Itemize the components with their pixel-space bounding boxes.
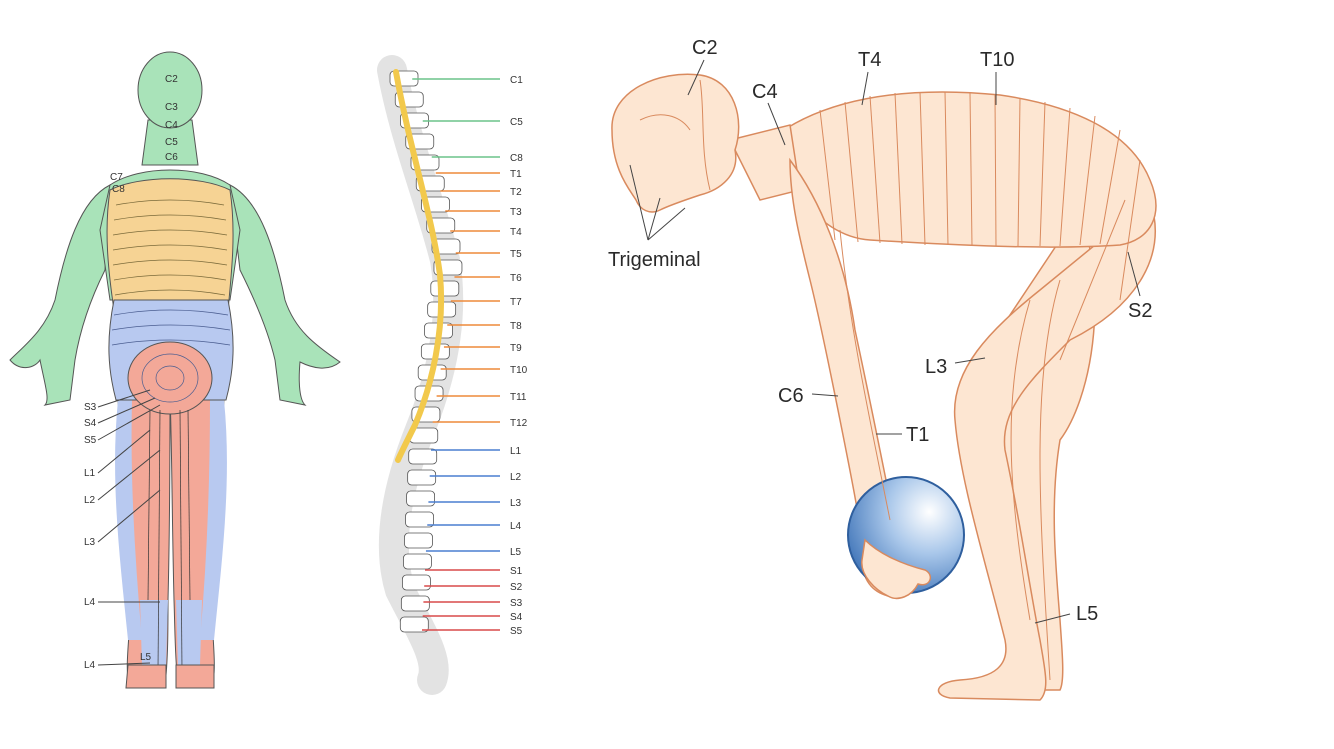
right-foot bbox=[175, 664, 215, 689]
label-side-t1: T1 bbox=[906, 424, 929, 446]
nerve-label-c5: C5 bbox=[510, 117, 523, 128]
back-view-labels: C2 C3 C4 C5 C6 C7 C8 S3 S4 S5 L1 L2 L3 L… bbox=[84, 74, 178, 671]
vertebra bbox=[407, 469, 437, 486]
label-c8: C8 bbox=[112, 184, 125, 195]
side-view-labels: C2 C4 T4 T10 Trigeminal S2 L3 C6 T1 L5 bbox=[608, 37, 1152, 625]
label-l5: L5 bbox=[140, 652, 152, 663]
label-side-l3: L3 bbox=[925, 356, 947, 378]
label-side-c4: C4 bbox=[752, 81, 778, 103]
label-c7: C7 bbox=[110, 172, 123, 183]
vertebra bbox=[403, 553, 432, 570]
back-view-body bbox=[9, 51, 341, 689]
spinal-cord bbox=[393, 69, 445, 463]
hand-side bbox=[861, 538, 932, 600]
label-l3: L3 bbox=[84, 537, 96, 548]
nerve-label-t12: T12 bbox=[510, 418, 528, 429]
label-s5: S5 bbox=[84, 435, 97, 446]
label-c2: C2 bbox=[165, 74, 178, 85]
nerve-label-s3: S3 bbox=[510, 598, 523, 609]
nerve-label-l3: L3 bbox=[510, 498, 522, 509]
nerve-label-t5: T5 bbox=[510, 249, 522, 260]
nerve-label-t11: T11 bbox=[510, 392, 527, 403]
label-l4-upper: L4 bbox=[84, 597, 96, 608]
nerve-label-l4: L4 bbox=[510, 521, 522, 532]
left-foot bbox=[125, 664, 167, 689]
vertebra bbox=[408, 448, 438, 465]
label-side-c2: C2 bbox=[692, 37, 718, 59]
buttocks bbox=[127, 341, 213, 415]
label-s3: S3 bbox=[84, 402, 97, 413]
label-l1: L1 bbox=[84, 468, 96, 479]
nerve-label-t8: T8 bbox=[510, 321, 522, 332]
spine-diagram: C1C5C8T1T2T3T4T5T6T7T8T9T10T11T12L1L2L3L… bbox=[377, 55, 528, 695]
label-c4: C4 bbox=[165, 120, 178, 131]
label-trigeminal: Trigeminal bbox=[608, 249, 701, 271]
nerve-label-t7: T7 bbox=[510, 297, 522, 308]
nerve-label-t2: T2 bbox=[510, 187, 522, 198]
head-side bbox=[611, 73, 740, 213]
nerve-label-l1: L1 bbox=[510, 446, 522, 457]
torso-thoracic bbox=[106, 178, 234, 311]
nerve-label-l2: L2 bbox=[510, 472, 522, 483]
right-arm bbox=[229, 184, 341, 406]
vertebra bbox=[400, 595, 430, 612]
nerve-label-s2: S2 bbox=[510, 582, 523, 593]
nerve-label-t9: T9 bbox=[510, 343, 522, 354]
torso-side bbox=[769, 91, 1157, 248]
label-l2: L2 bbox=[84, 495, 96, 506]
label-side-s2: S2 bbox=[1128, 300, 1152, 322]
nerve-label-s1: S1 bbox=[510, 566, 523, 577]
vertebra bbox=[401, 574, 431, 591]
label-side-c6: C6 bbox=[778, 385, 804, 407]
nerve-label-t3: T3 bbox=[510, 207, 522, 218]
nerve-label-t10: T10 bbox=[510, 365, 528, 376]
label-side-l5: L5 bbox=[1076, 603, 1098, 625]
head-back bbox=[137, 51, 203, 129]
label-c3: C3 bbox=[165, 102, 178, 113]
nerve-label-t6: T6 bbox=[510, 273, 522, 284]
label-side-t10: T10 bbox=[980, 49, 1014, 71]
label-c5: C5 bbox=[165, 137, 178, 148]
vertebra bbox=[404, 532, 433, 549]
nerve-label-l5: L5 bbox=[510, 547, 522, 558]
label-l4-lower: L4 bbox=[84, 660, 96, 671]
label-s4: S4 bbox=[84, 418, 97, 429]
label-side-t4: T4 bbox=[858, 49, 881, 71]
vertebra bbox=[406, 490, 436, 507]
side-view-body bbox=[611, 73, 1157, 701]
nerve-label-t4: T4 bbox=[510, 227, 522, 238]
left-arm bbox=[9, 184, 111, 406]
nerve-label-c8: C8 bbox=[510, 153, 523, 164]
front-leg bbox=[937, 198, 1156, 701]
vertebra bbox=[405, 511, 434, 528]
vertebra bbox=[399, 616, 429, 633]
label-c6: C6 bbox=[165, 152, 178, 163]
nerve-label-t1: T1 bbox=[510, 169, 522, 180]
nerve-label-s5: S5 bbox=[510, 626, 523, 637]
nerve-label-c1: C1 bbox=[510, 75, 523, 86]
vertebra bbox=[430, 280, 460, 297]
nerve-label-s4: S4 bbox=[510, 612, 523, 623]
vertebra bbox=[431, 238, 461, 255]
